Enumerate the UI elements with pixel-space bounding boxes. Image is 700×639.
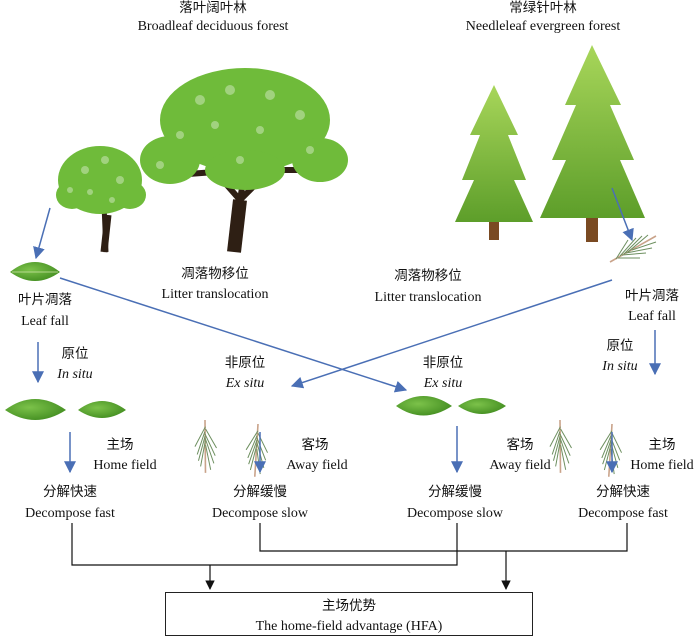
decompose-col4-zh: 分解快速 (596, 484, 650, 500)
translocation-left-en: Litter translocation (161, 287, 269, 302)
away-field-mid-right-en: Away field (489, 458, 551, 473)
leaf-fall-left-en: Leaf fall (21, 314, 69, 329)
leaf-fall-right-zh: 叶片凋落 (625, 288, 679, 304)
litter-pair-broadleaf-away (396, 396, 506, 416)
leaf-fall-right-en: Leaf fall (628, 309, 676, 324)
fallen-pine-needles (609, 234, 657, 263)
hfa-box (165, 592, 533, 636)
hfa-title-zh: 主场优势 (322, 598, 376, 614)
large-broadleaf-tree (140, 68, 348, 253)
needleleaf-title-zh: 常绿针叶林 (509, 0, 577, 16)
small-pine-tree (455, 85, 533, 240)
fallen-broadleaf-leaf (10, 262, 60, 281)
broadleaf-trees-illustration (56, 68, 348, 253)
translocation-right-en: Litter translocation (374, 290, 482, 305)
hfa-title-en: The home-field advantage (HFA) (255, 619, 443, 634)
home-field-left-zh: 主场 (106, 437, 134, 453)
leaf-fall-left-zh: 叶片凋落 (18, 292, 72, 308)
needleleaf-title-en: Needleleaf evergreen forest (465, 19, 621, 34)
in-situ-right-zh: 原位 (606, 338, 634, 354)
home-field-left-en: Home field (93, 458, 157, 473)
translocation-left-zh: 凋落物移位 (181, 266, 249, 282)
decompose-col4-en: Decompose fast (578, 506, 668, 521)
ex-situ-mid-right-zh: 非原位 (422, 355, 464, 371)
away-field-mid-left-zh: 客场 (301, 437, 329, 453)
right-leaf-fall-arrow (611, 187, 634, 242)
in-situ-left-zh: 原位 (61, 346, 89, 362)
translocation-right-zh: 凋落物移位 (394, 268, 462, 284)
decompose-col1-en: Decompose fast (25, 506, 115, 521)
away-field-mid-left-en: Away field (286, 458, 348, 473)
decompose-col2-en: Decompose slow (211, 506, 309, 521)
litter-translocation-arrow-to-needleleaf (59, 277, 408, 393)
in-situ-left-en: In situ (57, 367, 93, 382)
litter-pair-needle-away (180, 419, 279, 478)
in-situ-right-en: In situ (602, 359, 638, 374)
large-pine-tree (540, 45, 645, 242)
ex-situ-mid-right-en: Ex situ (423, 376, 463, 391)
ex-situ-mid-left-en: Ex situ (225, 376, 265, 391)
decompose-col3-zh: 分解缓慢 (428, 484, 482, 500)
away-field-mid-right-zh: 客场 (506, 437, 534, 453)
home-field-right-zh: 主场 (648, 437, 676, 453)
litter-pair-broadleaf-home (5, 399, 126, 420)
hfa-connector-lines (71, 523, 628, 590)
broadleaf-title-en: Broadleaf deciduous forest (137, 19, 289, 34)
ex-situ-mid-left-zh: 非原位 (224, 355, 266, 371)
left-leaf-fall-arrow (33, 207, 51, 260)
decompose-col3-en: Decompose slow (406, 506, 504, 521)
litter-translocation-arrow-to-broadleaf (290, 279, 613, 389)
small-broadleaf-tree (56, 146, 146, 253)
decompose-col2-zh: 分解缓慢 (233, 484, 287, 500)
decompose-col1-zh: 分解快速 (43, 484, 97, 500)
broadleaf-title-zh: 落叶阔叶林 (179, 0, 247, 16)
home-field-right-en: Home field (630, 458, 694, 473)
needleleaf-trees-illustration (455, 45, 645, 242)
